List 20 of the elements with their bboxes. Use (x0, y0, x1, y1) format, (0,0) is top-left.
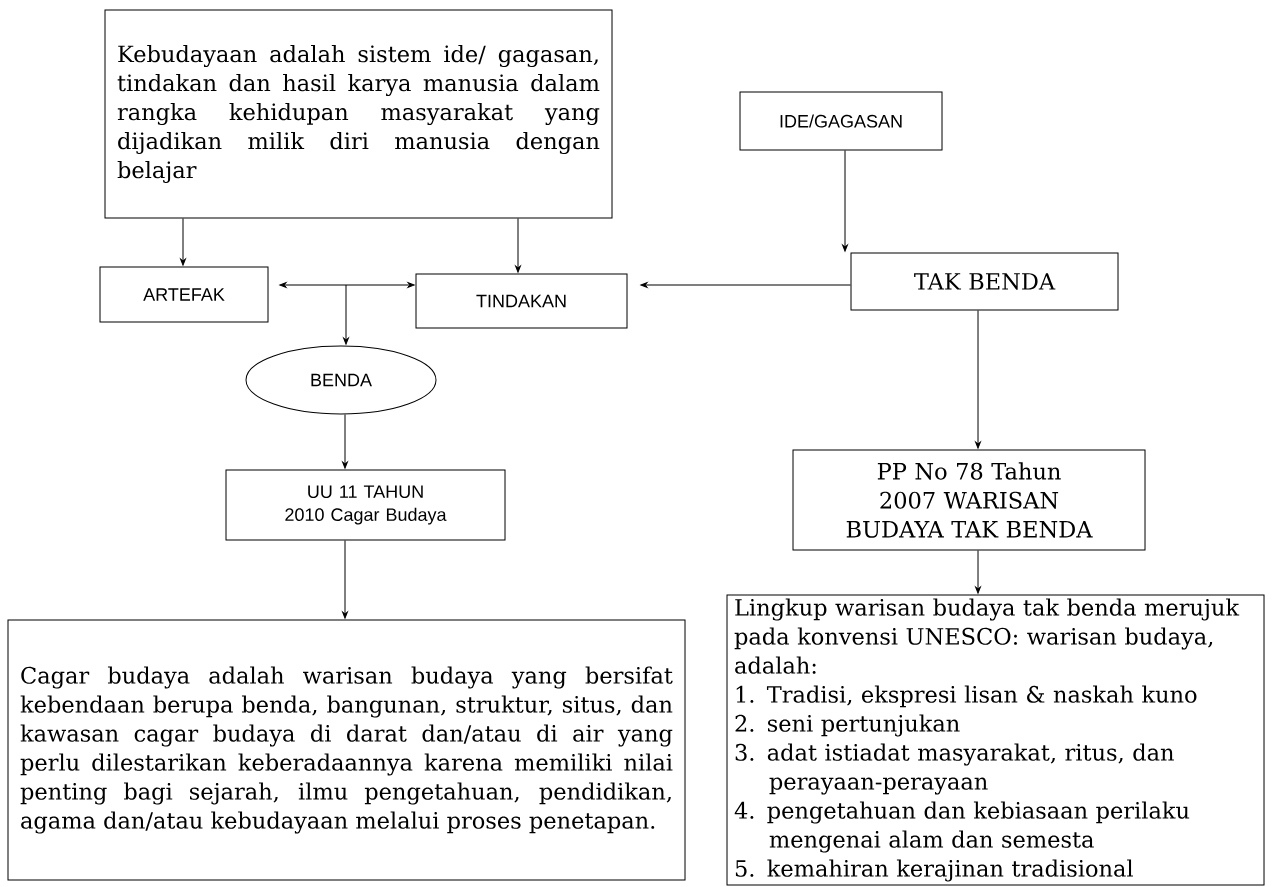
process-box: IDE/GAGASAN (739, 91, 943, 151)
arrow (640, 282, 851, 288)
process-box: Cagar budaya adalah warisan budaya yang bersifat kebendaan berupa benda, bangunan, struktur, situs, dan kawasan cagar budaya di darat dan/atau di air yang perlu dilestarikan keberadaannya karena memiliki nilai penting bagi sejarah, ilmu pengetahuan, pendidikan, agama dan/atau kebudayaan melalui proses penetapan. (7, 619, 686, 881)
process-box: UU 11 TAHUN 2010 Cagar Budaya (225, 469, 506, 541)
arrow (343, 284, 349, 345)
process-box: Kebudayaan adalah sistem ide/ gagasan, tindakan dan hasil karya manusia dalam rangka kehidupan masyarakat yang dijadikan milik diri manusia dengan belajar (104, 9, 613, 219)
arrow (515, 218, 521, 273)
process-box: TAK BENDA (850, 252, 1119, 311)
arrow (279, 282, 415, 288)
ellipse-node: BENDA (245, 345, 437, 415)
arrow (975, 310, 981, 449)
process-box: Lingkup warisan budaya tak benda merujuk pada konvensi UNESCO: warisan budaya, adalah: 1. Tradisi, ekspresi lisan & naskah kuno 2. seni pertunjukan 3. adat istiadat masyarakat, ritus, dan perayaan-perayaan 4. pengetahuan dan kebiasaan perilaku mengenai alam dan semesta 5. kemahiran kerajinan tradisional (726, 594, 1265, 886)
arrow (842, 150, 848, 252)
arrow (975, 550, 981, 594)
arrow (180, 218, 186, 266)
arrow (342, 540, 348, 619)
process-box: ARTEFAK (99, 266, 269, 323)
process-box: PP No 78 Tahun 2007 WARISAN BUDAYA TAK BENDA (792, 449, 1146, 551)
arrow (342, 414, 348, 469)
process-box: TINDAKAN (415, 273, 628, 329)
